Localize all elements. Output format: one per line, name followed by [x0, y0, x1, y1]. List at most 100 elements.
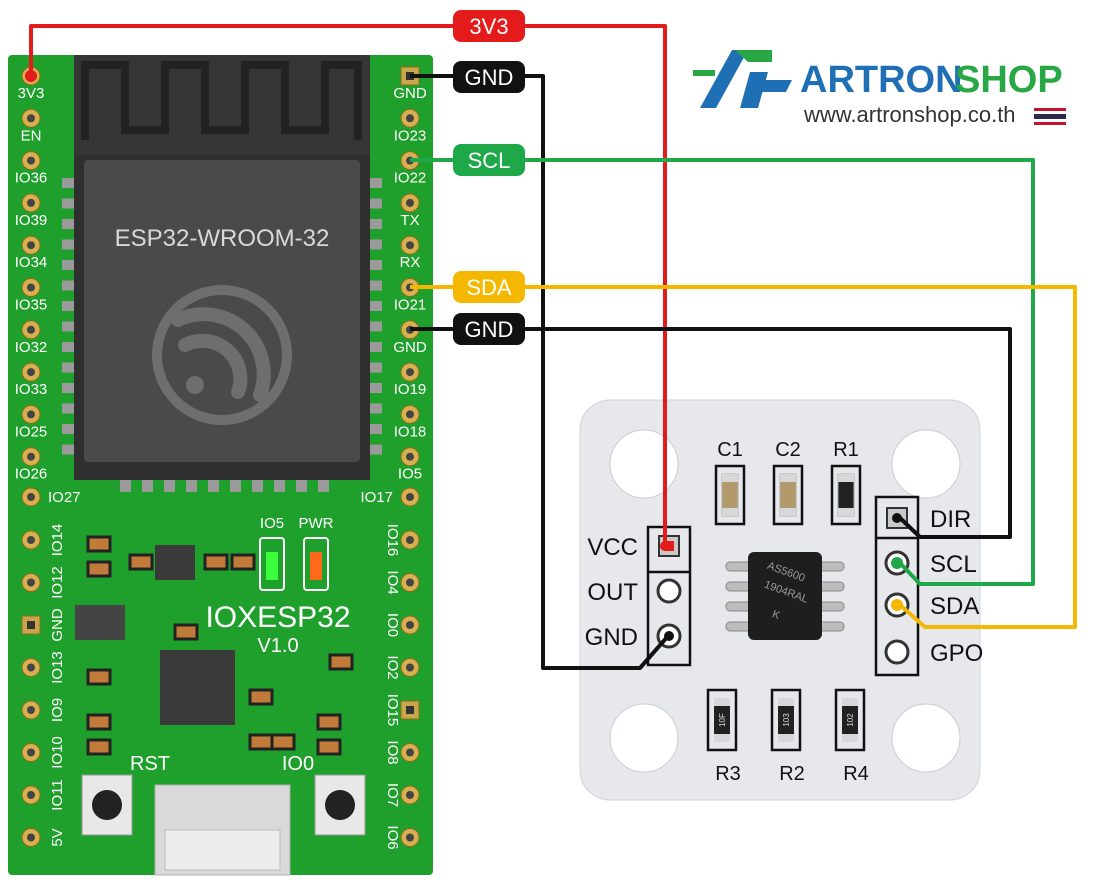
wire-label-scl: SCL — [453, 144, 525, 176]
wire-labels: 3V3 GND SCL SDA GND — [453, 10, 525, 345]
pin-label-bottom-right-7: IO6 — [384, 825, 401, 849]
pin-label-left-4: IO34 — [15, 254, 48, 271]
component-outline-r1 — [830, 464, 862, 526]
pin-label-left-7: IO33 — [15, 381, 48, 398]
component-outline-r3 — [706, 688, 738, 752]
pin-label-right-8: IO18 — [394, 423, 427, 440]
rst-button[interactable] — [81, 774, 133, 836]
pin-label-right-6: GND — [393, 339, 427, 356]
left-header-outline — [646, 525, 692, 667]
pin-label-right-9: IO5 — [398, 466, 422, 483]
sensor-pin-label-dir: DIR — [930, 506, 971, 533]
board-name: IOXESP32 — [205, 601, 350, 634]
pin-label-left-1: EN — [21, 127, 42, 144]
pin-label-left-10: IO27 — [48, 489, 81, 506]
sensor-pin-label-sda: SDA — [930, 593, 979, 620]
pin-label-left-3: IO39 — [15, 212, 48, 229]
component-outline-r2 — [770, 688, 802, 752]
pin-label-right-1: IO23 — [394, 127, 427, 144]
component-outline-c2 — [772, 464, 804, 526]
pin-label-bottom-left-0: IO14 — [49, 524, 66, 557]
led-io5 — [266, 552, 278, 580]
right-header-outline — [874, 495, 920, 677]
wire-sda — [410, 285, 1077, 629]
pin-label-right-4: RX — [400, 254, 421, 271]
pin-label-bottom-right-1: IO4 — [384, 570, 401, 594]
resistor-r3 — [714, 698, 730, 742]
esp32-board: ESP32-WROOM-32 IO5 PWR IOXESP32 V1.0 RST… — [8, 55, 433, 876]
mount-hole-tl — [609, 429, 679, 499]
resistor-code-r2: 103 — [782, 713, 791, 727]
component-label-c2: C2 — [775, 439, 801, 461]
chip-text-3: K — [771, 608, 783, 622]
led-label-io5: IO5 — [260, 515, 284, 532]
component-outline-c1 — [714, 464, 746, 526]
board-version: V1.0 — [257, 635, 298, 657]
wire-scl — [410, 158, 1035, 586]
pin-label-bottom-right-6: IO7 — [384, 783, 401, 807]
pin-label-left-0: 3V3 — [18, 85, 45, 102]
smd-components — [86, 535, 354, 756]
sot-chip — [75, 605, 125, 640]
pin-label-left-8: IO25 — [15, 423, 48, 440]
thai-flag-icon — [1034, 108, 1066, 125]
sensor-pin-label-gnd: GND — [585, 624, 638, 651]
resistor-r4 — [842, 698, 858, 742]
resistor-code-r3: 10F — [718, 713, 727, 727]
regulator-chip — [155, 545, 195, 580]
pin-label-right-2: IO22 — [394, 170, 427, 187]
pin-label-right-10: IO17 — [360, 489, 393, 506]
pin-label-right-7: IO19 — [394, 381, 427, 398]
mount-hole-br — [891, 703, 961, 773]
espressif-logo-icon — [152, 285, 292, 425]
io0-button[interactable] — [314, 774, 366, 836]
led-label-pwr: PWR — [299, 515, 334, 532]
pin-label-bottom-right-2: IO0 — [384, 613, 401, 637]
resistor-r2 — [778, 698, 794, 742]
wire-label-3v3: 3V3 — [453, 10, 525, 42]
led-pwr-outline — [303, 537, 329, 591]
pin-label-bottom-left-5: IO10 — [49, 736, 66, 769]
resistor-code-r4: 102 — [846, 713, 855, 727]
pin-label-bottom-left-1: IO12 — [49, 566, 66, 599]
led-pwr — [310, 552, 322, 580]
pin-label-bottom-right-3: IO2 — [384, 655, 401, 679]
led-io5-outline — [259, 537, 285, 591]
pin-label-left-5: IO35 — [15, 297, 48, 314]
component-label-r3: R3 — [715, 763, 741, 785]
pin-label-bottom-left-2: GND — [49, 608, 66, 642]
as5600-chip: AS5600 1904RAL K — [725, 552, 845, 640]
sensor-pin-out — [656, 578, 682, 604]
module-pads — [62, 178, 382, 492]
pin-label-bottom-left-7: 5V — [49, 828, 66, 846]
logo-icon — [693, 50, 792, 108]
svg-text:SCL: SCL — [468, 148, 511, 173]
pin-label-right-5: IO21 — [394, 297, 427, 314]
svg-text:SDA: SDA — [466, 275, 512, 300]
button-label-rst: RST — [130, 753, 170, 775]
component-label-r2: R2 — [779, 763, 805, 785]
wire-gnd-2 — [410, 327, 1012, 539]
mount-hole-bl — [609, 703, 679, 773]
brand-name-prefix: ARTRON — [800, 59, 963, 101]
artronshop-logo: ARTRON SHOP www.artronshop.co.th — [693, 50, 1066, 127]
usb-chip — [160, 650, 235, 725]
svg-text:3V3: 3V3 — [469, 14, 508, 39]
sensor-pin-label-out: OUT — [587, 579, 638, 606]
brand-url: www.artronshop.co.th — [803, 102, 1016, 127]
pin-label-left-6: IO32 — [15, 339, 48, 356]
sensor-pin-gpo — [884, 639, 910, 665]
antenna-trace — [81, 61, 362, 140]
svg-text:GND: GND — [465, 65, 514, 90]
component-label-r1: R1 — [833, 439, 859, 461]
brand-name-suffix: SHOP — [955, 59, 1063, 101]
mount-hole-tr — [891, 429, 961, 499]
component-outline-r4 — [834, 688, 866, 752]
button-label-io0: IO0 — [282, 753, 314, 775]
wire-label-gnd-1: GND — [453, 61, 525, 93]
pin-label-left-2: IO36 — [15, 170, 48, 187]
pin-label-bottom-left-3: IO13 — [49, 651, 66, 684]
module-label: ESP32-WROOM-32 — [115, 225, 330, 252]
